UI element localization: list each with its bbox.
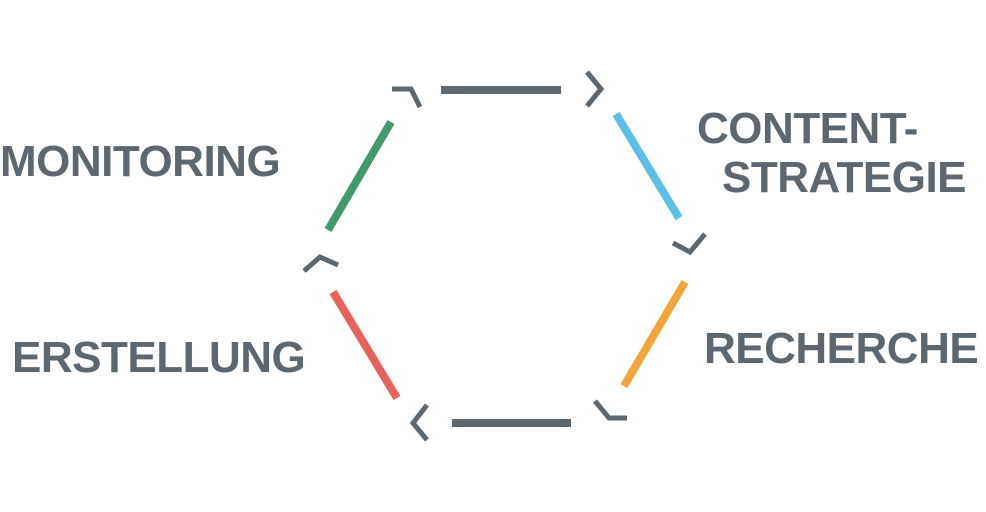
recherche-edge (620, 279, 689, 389)
content-strategie-label-line2: STRATEGIE (722, 153, 966, 202)
erstellung-edge (329, 289, 401, 401)
monitoring-label: MONITORING (0, 137, 280, 186)
arrow-top-left-icon (392, 86, 423, 109)
recherche-label: RECHERCHE (704, 324, 978, 373)
content-strategie-edge (612, 111, 683, 221)
arrow-top-right-icon (585, 70, 605, 108)
monitoring-edge (324, 119, 395, 233)
content-strategie-label-line1: CONTENT- (697, 104, 918, 153)
erstellung-label: ERSTELLUNG (12, 333, 305, 382)
arrow-right-icon (671, 232, 707, 256)
arrow-bottom-right-icon (593, 399, 627, 421)
arrow-bottom-left-icon (409, 403, 429, 442)
arrow-left-icon (302, 254, 340, 273)
